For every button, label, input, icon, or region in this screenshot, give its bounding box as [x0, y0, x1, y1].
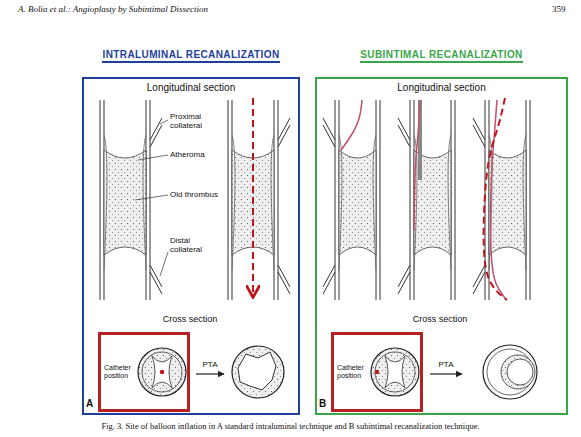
leader-line [135, 195, 168, 200]
artery-section [473, 100, 530, 300]
panel-heading-wrap: INTRALUMINAL RECANALIZATION [84, 49, 298, 63]
callout-label: Catheter position [337, 364, 367, 379]
pta-arrow [430, 373, 462, 374]
artery-section [228, 100, 290, 300]
artery-section [323, 100, 380, 300]
running-header: A. Bolia et al.: Angioplasty by Subintim… [18, 4, 208, 14]
part-label: Old thrombus [170, 190, 228, 199]
artery-section [100, 100, 162, 300]
flow-arrow [252, 98, 254, 296]
step-label: PTA [439, 360, 454, 369]
artery-section [398, 100, 455, 300]
leader-line [160, 120, 168, 124]
catheter-position-box: Catheter position [331, 332, 423, 412]
panel-heading: INTRALUMINAL RECANALIZATION [102, 49, 279, 63]
section-title: Cross section [413, 314, 468, 324]
cross-section [371, 348, 419, 396]
guide-wire [414, 100, 420, 230]
section-title: Cross section [163, 314, 218, 324]
section-title: Longitudinal section [317, 82, 566, 93]
leader-line [160, 252, 168, 276]
part-label: Proximal collateral [170, 112, 224, 130]
section-title: Longitudinal section [84, 82, 298, 93]
cross-section-after [483, 345, 537, 399]
pta-arrow [196, 373, 224, 374]
panel-heading-wrap: SUBINTIMAL RECANALIZATION [317, 49, 566, 63]
panel-letter: B [319, 398, 326, 410]
figure-caption: Fig. 3. Site of balloon inflation in A s… [101, 421, 479, 431]
callout-label: Catheter position [104, 364, 134, 379]
catheter-position-box: Catheter position [98, 332, 190, 412]
cross-section [138, 348, 186, 396]
panel-heading: SUBINTIMAL RECANALIZATION [360, 49, 522, 63]
page-number: 359 [552, 4, 566, 14]
panel-letter: A [86, 398, 93, 410]
cross-section-after [232, 346, 284, 398]
part-label: Distal collateral [170, 236, 224, 254]
flow-arrow [484, 98, 507, 300]
step-label: PTA [203, 360, 218, 369]
part-label: Atheroma [170, 150, 224, 159]
guide-wire [491, 100, 505, 298]
guide-wire [341, 100, 362, 150]
leader-line [138, 155, 168, 160]
